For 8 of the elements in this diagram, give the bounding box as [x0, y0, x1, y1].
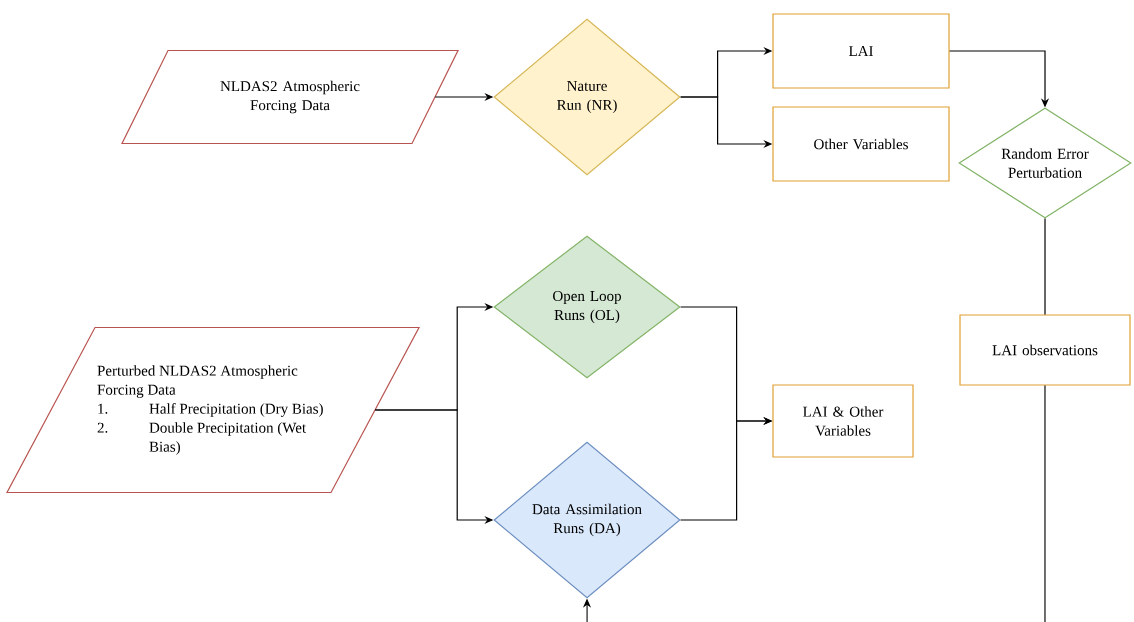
- connector-line: [1044, 385, 1046, 622]
- data-parallelogram: NLDAS2 Atmospheric Forcing Data: [121, 49, 459, 145]
- process-box: LAI & Other Variables: [772, 384, 914, 458]
- process-box: LAI observations: [959, 314, 1131, 386]
- data-parallelogram: Perturbed NLDAS2 Atmospheric Forcing Data 1. Half Precipitation (Dry Bias) 2. Double Precipitation (Wet Bias): [6, 326, 420, 494]
- process-box: LAI: [772, 13, 950, 89]
- connector-line: [1044, 218, 1046, 315]
- process-box: Other Variables: [772, 106, 950, 182]
